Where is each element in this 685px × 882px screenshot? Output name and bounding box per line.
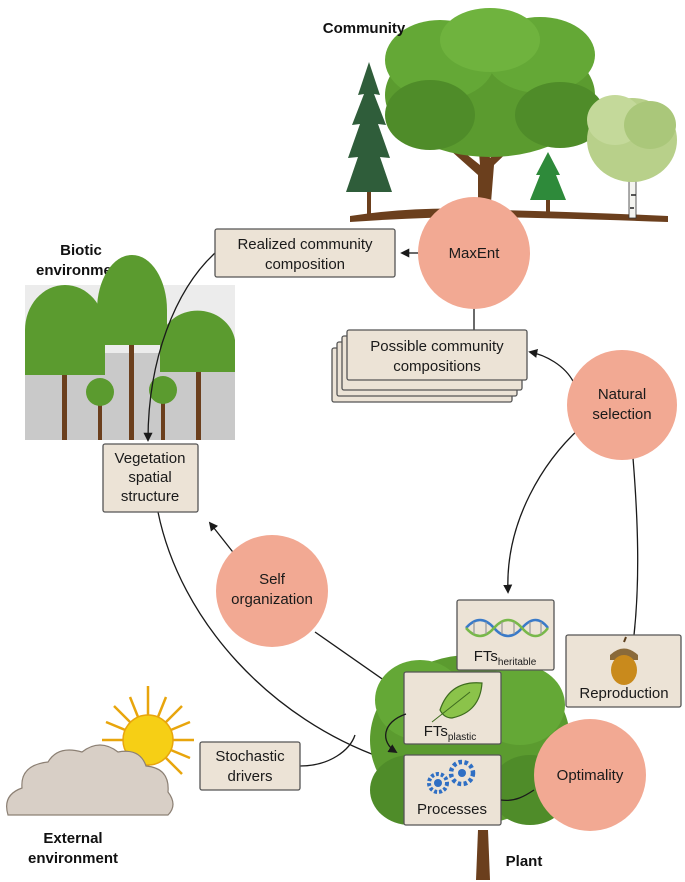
svg-text:Optimality: Optimality	[557, 767, 624, 784]
line-reproduction-to-selection	[632, 457, 639, 636]
svg-text:Possible community: Possible community	[370, 338, 504, 355]
possible-compositions-box: Possible community compositions	[331, 329, 528, 403]
forest-panel-icon	[25, 255, 235, 440]
dna-icon	[465, 618, 549, 638]
svg-text:Reproduction: Reproduction	[579, 685, 668, 702]
external-title-line1: External	[43, 830, 102, 847]
svg-text:compositions: compositions	[393, 358, 481, 375]
stochastic-drivers-box: Stochastic drivers	[199, 741, 301, 791]
svg-text:Realized community: Realized community	[237, 236, 373, 253]
line-stochastic-to-plant	[299, 734, 356, 767]
self-organization-circle: Self organization	[216, 535, 328, 647]
acorn-icon	[610, 636, 638, 685]
reproduction-box: Reproduction	[565, 634, 682, 708]
svg-text:FTsplastic: FTsplastic	[424, 723, 477, 743]
svg-text:organization: organization	[231, 591, 313, 608]
svg-text:Self: Self	[259, 571, 286, 588]
arrow-selforg-to-vegetation	[208, 521, 237, 557]
line-vegetation-to-plant	[157, 511, 390, 762]
svg-text:Vegetation: Vegetation	[115, 450, 186, 467]
svg-text:Processes: Processes	[417, 801, 487, 818]
natural-selection-circle: Natural selection	[567, 350, 677, 460]
processes-box: Processes	[403, 754, 502, 826]
cloud-icon	[6, 744, 174, 816]
biotic-title-line1: Biotic	[60, 242, 102, 259]
svg-text:Stochastic: Stochastic	[215, 748, 285, 765]
biotic-title-line2: environment	[36, 262, 126, 279]
gears-icon	[427, 759, 476, 794]
external-title-line2: environment	[28, 850, 118, 867]
plant-title: Plant	[506, 853, 543, 870]
svg-text:Natural: Natural	[598, 386, 646, 403]
svg-text:structure: structure	[121, 488, 179, 505]
arrow-selection-to-heritable	[503, 427, 581, 594]
svg-text:selection: selection	[592, 406, 651, 423]
fts-plastic-box: FTsplastic	[403, 671, 502, 745]
arrow-plastic-to-processes	[385, 713, 407, 753]
svg-text:spatial: spatial	[128, 469, 171, 486]
realized-composition-box: Realized community composition	[214, 228, 396, 278]
vegetation-structure-box: Vegetation spatial structure	[102, 443, 199, 513]
maxent-circle: MaxEnt	[418, 197, 530, 309]
arrow-realized-to-vegetation	[143, 252, 216, 442]
optimality-circle: Optimality	[534, 719, 646, 831]
leaf-icon	[431, 682, 483, 723]
line-processes-to-optimality	[500, 789, 535, 802]
community-title: Community	[323, 20, 406, 37]
arrow-selection-to-possible	[528, 348, 575, 384]
svg-text:MaxEnt: MaxEnt	[449, 245, 501, 262]
tree-community-icon	[346, 8, 677, 222]
svg-text:drivers: drivers	[227, 768, 272, 785]
svg-text:FTsheritable: FTsheritable	[474, 648, 537, 668]
svg-text:composition: composition	[265, 256, 345, 273]
fts-heritable-box: FTsheritable	[456, 599, 555, 671]
